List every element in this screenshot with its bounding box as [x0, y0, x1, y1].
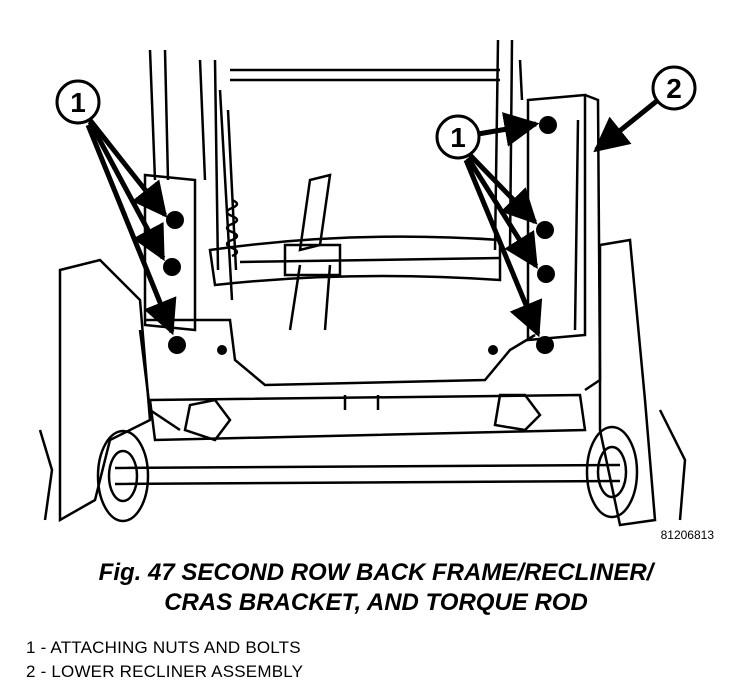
arrow-1-right-middle: [465, 156, 539, 269]
left-recliner-bracket: [138, 173, 536, 432]
arrow-2: [593, 98, 660, 153]
fasteners: [163, 116, 557, 355]
arrow-1-right-upper: [468, 153, 538, 225]
arrow-1-right-top: [477, 112, 540, 147]
nut-right-upper: [536, 221, 554, 239]
nut-right-top: [539, 116, 557, 134]
stud-left: [217, 345, 227, 355]
figure-caption-line-1: Fig. 47 SECOND ROW BACK FRAME/RECLINER/: [98, 559, 654, 586]
back-frame: [148, 39, 524, 331]
legend: 1 - ATTACHING NUTS AND BOLTS 2 - LOWER R…: [26, 636, 303, 684]
callout-2: 2: [651, 65, 697, 111]
arrow-1-left-middle: [87, 120, 166, 262]
legend-item-1: 1 - ATTACHING NUTS AND BOLTS: [26, 638, 301, 657]
torque-rod: [96, 425, 639, 523]
nut-left-upper: [166, 211, 184, 229]
callout-1-right: 1: [435, 114, 481, 160]
figure-caption-line-2: CRAS BRACKET, AND TORQUE ROD: [164, 589, 588, 616]
nut-right-middle: [537, 265, 555, 283]
callout-1-left-label: 1: [70, 87, 86, 118]
legend-item-2: 2 - LOWER RECLINER ASSEMBLY: [26, 662, 304, 681]
callout-2-label: 2: [666, 73, 682, 104]
seat-side-shields: [38, 238, 687, 527]
arrow-1-left-upper: [88, 118, 168, 218]
seat-frame-illustration: 1 1 2 81206813: [38, 39, 715, 542]
callout-1-left: 1: [55, 79, 101, 125]
nut-left-lower: [168, 336, 186, 354]
arrow-1-right-lower: [463, 159, 543, 338]
figure-id: 81206813: [661, 528, 715, 542]
stud-right: [488, 345, 498, 355]
nut-right-lower: [536, 336, 554, 354]
callout-arrows: [85, 98, 660, 338]
arrow-1-left-lower: [85, 124, 177, 336]
callout-1-right-label: 1: [450, 122, 466, 153]
nut-left-middle: [163, 258, 181, 276]
lower-cras-bracket: [148, 393, 587, 442]
